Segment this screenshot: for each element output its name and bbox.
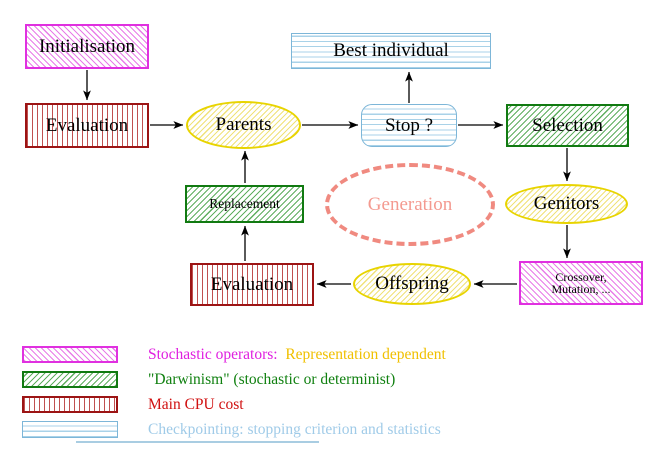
node-label-selection: Selection (532, 114, 603, 136)
node-best-individual: Best individual (291, 33, 491, 69)
bottom-divider (76, 441, 319, 443)
generation-cycle-ellipse: Generation (325, 163, 495, 246)
node-label-replacement: Replacement (209, 196, 280, 212)
legend-swatch-checkpointing (22, 421, 118, 438)
legend-row-2: Main CPU cost (22, 392, 642, 417)
legend-segment-3-0: Checkpointing: stopping criterion and st… (148, 420, 441, 438)
legend: Stochastic operators: Representation dep… (22, 342, 642, 442)
legend-segment-0-0: Stochastic operators: (148, 345, 278, 363)
node-crossover: Crossover, Mutation, ... (519, 261, 643, 305)
node-label-evaluation-top: Evaluation (45, 114, 129, 136)
legend-text-3: Checkpointing: stopping criterion and st… (148, 421, 441, 439)
legend-row-3: Checkpointing: stopping criterion and st… (22, 417, 642, 442)
node-genitors: Genitors (505, 184, 628, 224)
node-label-offspring: Offspring (375, 273, 449, 295)
node-initialisation: Initialisation (25, 24, 149, 69)
node-evaluation-bot: Evaluation (190, 263, 314, 306)
node-selection: Selection (506, 104, 629, 147)
node-parents: Parents (186, 101, 301, 149)
legend-swatch-cpu (22, 396, 118, 413)
node-label-stop: Stop ? (384, 114, 434, 136)
legend-text-1: "Darwinism" (stochastic or determinist) (148, 371, 395, 389)
node-offspring: Offspring (353, 263, 471, 305)
legend-segment-0-1: Representation dependent (277, 345, 446, 363)
legend-text-2: Main CPU cost (148, 396, 244, 414)
legend-segment-2-0: Main CPU cost (148, 395, 244, 413)
node-label-parents: Parents (215, 114, 272, 136)
node-label-genitors: Genitors (533, 193, 600, 215)
node-label-initialisation: Initialisation (38, 35, 136, 57)
legend-segment-1-0: "Darwinism" (stochastic or determinist) (148, 370, 396, 388)
node-stop: Stop ? (361, 104, 457, 147)
legend-text-0: Stochastic operators: Representation dep… (148, 346, 446, 364)
node-evaluation-top: Evaluation (25, 103, 149, 148)
node-label-best-individual: Best individual (333, 40, 449, 62)
legend-swatch-stochastic (22, 346, 118, 363)
legend-row-1: "Darwinism" (stochastic or determinist) (22, 367, 642, 392)
legend-row-0: Stochastic operators: Representation dep… (22, 342, 642, 367)
node-label-evaluation-bot: Evaluation (210, 273, 294, 295)
node-label-crossover: Crossover, Mutation, ... (551, 269, 611, 296)
node-replacement: Replacement (185, 185, 304, 223)
legend-swatch-darwinism (22, 371, 118, 388)
generation-label: Generation (367, 193, 453, 215)
